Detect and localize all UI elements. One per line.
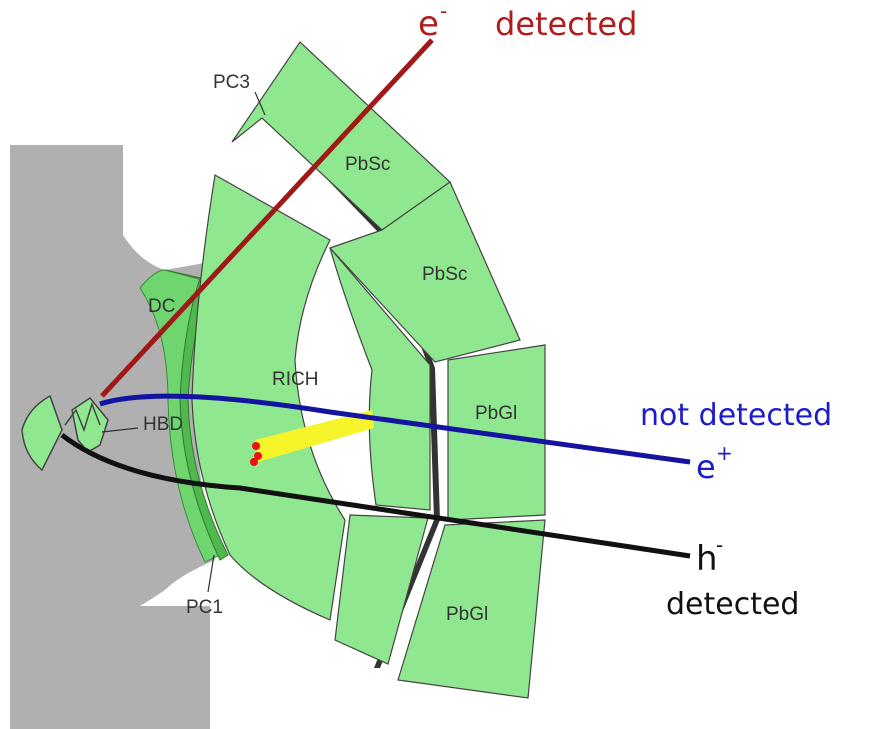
electron-superscript: -	[440, 0, 447, 23]
pbsc-lower-block	[328, 181, 521, 363]
pbsc-lower-label: PbSc	[422, 264, 467, 285]
rich-detector	[191, 174, 346, 621]
hbd-label: HBD	[143, 414, 183, 435]
positron-symbol: e	[696, 448, 716, 486]
hit-markers	[250, 442, 262, 466]
rich-label: RICH	[272, 369, 318, 390]
positron-track	[99, 393, 691, 465]
hadron-superscript: -	[716, 533, 723, 557]
electron-symbol: e	[418, 4, 439, 44]
lower-column	[334, 514, 429, 665]
hadron-symbol: h	[696, 539, 718, 579]
pbsc-upper-label: PbSc	[345, 154, 390, 175]
electron-track	[100, 38, 434, 398]
pbgl-upper-block	[447, 344, 546, 521]
hadron-track	[60, 433, 691, 559]
central-column	[329, 247, 431, 511]
pc1-label: PC1	[186, 597, 223, 618]
pbgl-upper-label: PbGl	[475, 403, 517, 424]
pc3-label: PC3	[213, 72, 250, 93]
positron-status: not detected	[640, 398, 832, 433]
cherenkov-ring	[255, 410, 374, 462]
pbgl-lower-label: PbGl	[446, 604, 488, 625]
positron-superscript: +	[716, 441, 733, 465]
hadron-status: detected	[666, 587, 799, 622]
dc-label: DC	[148, 296, 175, 317]
electron-status: detected	[495, 5, 637, 43]
hbd-detector	[21, 394, 109, 472]
pbgl-lower-block	[397, 519, 546, 699]
label-leaders	[101, 91, 266, 593]
